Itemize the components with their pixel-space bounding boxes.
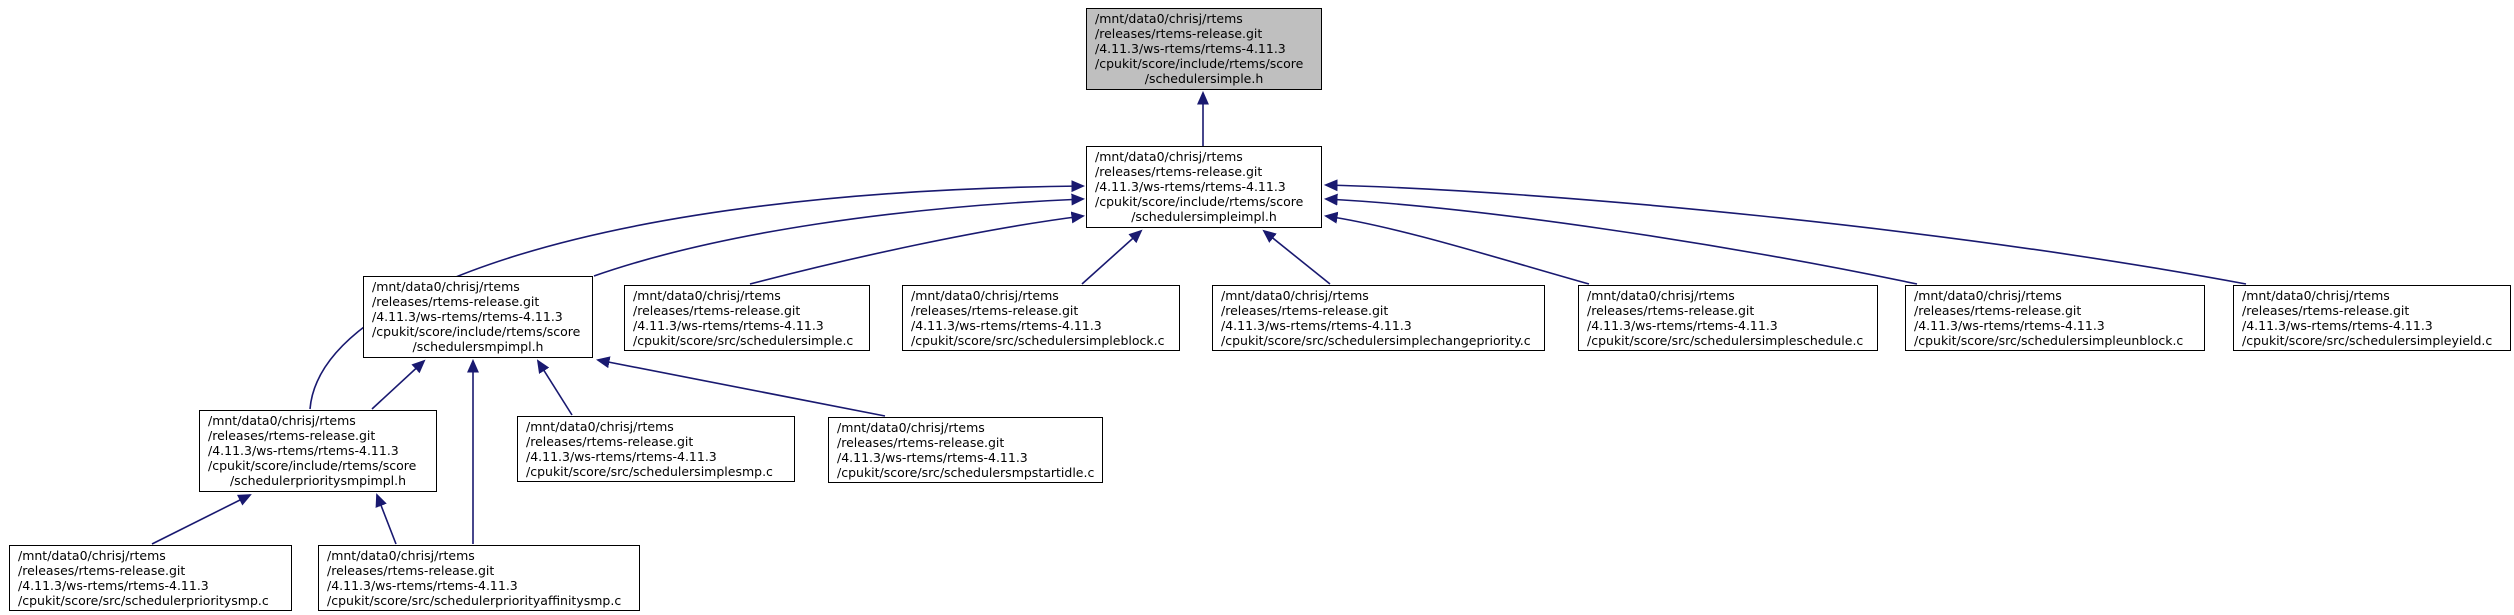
node-schedulersimpleunblock-c[interactable]: /mnt/data0/chrisj/rtems/releases/rtems-r… <box>1905 285 2205 351</box>
node-line: /4.11.3/ws-rtems/rtems-4.11.3 <box>526 449 717 464</box>
edge-schedulersimpleblock-c-to-schedulersimpleimpl-h <box>1081 229 1143 285</box>
node-line: /4.11.3/ws-rtems/rtems-4.11.3 <box>837 450 1028 465</box>
node-line: /cpukit/score/include/rtems/score <box>208 458 417 473</box>
edge-schedulersimpleyield-c-to-schedulersimpleimpl-h <box>1323 179 2247 285</box>
node-line: /cpukit/score/src/schedulersimpleunblock… <box>1914 333 2184 348</box>
edge-schedulerpriorityaffinitysmp-c-to-schedulerprioritysmpimpl-h <box>375 493 397 545</box>
node-schedulerprioritysmpimpl-h[interactable]: /mnt/data0/chrisj/rtems/releases/rtems-r… <box>199 410 437 492</box>
node-schedulersimpleimpl-h[interactable]: /mnt/data0/chrisj/rtems/releases/rtems-r… <box>1086 146 1322 228</box>
node-line: /releases/rtems-release.git <box>837 435 1005 450</box>
edge-schedulersimpleunblock-c-to-schedulersimpleimpl-h <box>1323 193 1918 285</box>
node-schedulersimple-c[interactable]: /mnt/data0/chrisj/rtems/releases/rtems-r… <box>624 285 870 351</box>
node-line: /releases/rtems-release.git <box>526 434 694 449</box>
node-line: /mnt/data0/chrisj/rtems <box>2242 288 2390 303</box>
node-line: /mnt/data0/chrisj/rtems <box>1221 288 1369 303</box>
node-line: /4.11.3/ws-rtems/rtems-4.11.3 <box>1587 318 1778 333</box>
node-schedulersimpleschedule-c[interactable]: /mnt/data0/chrisj/rtems/releases/rtems-r… <box>1578 285 1878 351</box>
edge-schedulersimplesmp-c-to-schedulersmpimpl-h <box>536 359 573 416</box>
node-line: /cpukit/score/src/schedulersimplechangep… <box>1221 333 1531 348</box>
node-line: /releases/rtems-release.git <box>1221 303 1389 318</box>
edge-schedulersimpleschedule-c-to-schedulersimpleimpl-h <box>1323 211 1590 285</box>
node-line: /4.11.3/ws-rtems/rtems-4.11.3 <box>911 318 1102 333</box>
node-schedulersmpstartidle-c[interactable]: /mnt/data0/chrisj/rtems/releases/rtems-r… <box>828 417 1103 483</box>
node-schedulersmpimpl-h[interactable]: /mnt/data0/chrisj/rtems/releases/rtems-r… <box>363 276 593 358</box>
node-line: /mnt/data0/chrisj/rtems <box>1095 11 1243 26</box>
node-line: /4.11.3/ws-rtems/rtems-4.11.3 <box>1914 318 2105 333</box>
node-line: /cpukit/score/include/rtems/score <box>372 324 581 339</box>
node-line: /mnt/data0/chrisj/rtems <box>372 279 520 294</box>
node-line: /releases/rtems-release.git <box>327 563 495 578</box>
node-line: /4.11.3/ws-rtems/rtems-4.11.3 <box>2242 318 2433 333</box>
node-line: /4.11.3/ws-rtems/rtems-4.11.3 <box>1221 318 1412 333</box>
node-line: /releases/rtems-release.git <box>372 294 540 309</box>
edge-schedulersimplechangepriority-c-to-schedulersimpleimpl-h <box>1262 229 1331 285</box>
edge-schedulersimple-c-to-schedulersimpleimpl-h <box>749 211 1086 285</box>
node-line: /mnt/data0/chrisj/rtems <box>18 548 166 563</box>
node-line: /cpukit/score/include/rtems/score <box>1095 56 1304 71</box>
node-schedulerprioritysmp-c[interactable]: /mnt/data0/chrisj/rtems/releases/rtems-r… <box>9 545 292 611</box>
node-line: /mnt/data0/chrisj/rtems <box>208 413 356 428</box>
node-line: /releases/rtems-release.git <box>1914 303 2082 318</box>
node-line: /4.11.3/ws-rtems/rtems-4.11.3 <box>18 578 209 593</box>
node-line: /mnt/data0/chrisj/rtems <box>1914 288 2062 303</box>
node-schedulersimple-h[interactable]: /mnt/data0/chrisj/rtems/releases/rtems-r… <box>1086 8 1322 90</box>
node-line: /cpukit/score/src/schedulerpriorityaffin… <box>327 593 622 608</box>
node-line: /4.11.3/ws-rtems/rtems-4.11.3 <box>1095 179 1286 194</box>
node-line: /releases/rtems-release.git <box>1095 164 1263 179</box>
edge-schedulerprioritysmpimpl-h-to-schedulersimpleimpl-h <box>309 180 1086 410</box>
node-schedulersimplechangepriority-c[interactable]: /mnt/data0/chrisj/rtems/releases/rtems-r… <box>1212 285 1545 351</box>
node-line: /mnt/data0/chrisj/rtems <box>633 288 781 303</box>
node-line: /mnt/data0/chrisj/rtems <box>526 419 674 434</box>
node-line: /cpukit/score/src/schedulersimpleyield.c <box>2242 333 2493 348</box>
node-line: /4.11.3/ws-rtems/rtems-4.11.3 <box>372 309 563 324</box>
node-line: /releases/rtems-release.git <box>1587 303 1755 318</box>
node-line: /releases/rtems-release.git <box>2242 303 2410 318</box>
node-line: /mnt/data0/chrisj/rtems <box>837 420 985 435</box>
node-line: /mnt/data0/chrisj/rtems <box>1095 149 1243 164</box>
node-line: /cpukit/score/src/schedulersimplesmp.c <box>526 464 773 479</box>
node-line: /schedulersimpleimpl.h <box>1131 209 1277 224</box>
node-line: /releases/rtems-release.git <box>911 303 1079 318</box>
node-schedulersimplesmp-c[interactable]: /mnt/data0/chrisj/rtems/releases/rtems-r… <box>517 416 795 482</box>
node-line: /cpukit/score/src/schedulerprioritysmp.c <box>18 593 269 608</box>
node-line: /mnt/data0/chrisj/rtems <box>911 288 1059 303</box>
node-line: /releases/rtems-release.git <box>208 428 376 443</box>
node-line: /4.11.3/ws-rtems/rtems-4.11.3 <box>208 443 399 458</box>
node-schedulerpriorityaffinitysmp-c[interactable]: /mnt/data0/chrisj/rtems/releases/rtems-r… <box>318 545 640 611</box>
edge-schedulerprioritysmp-c-to-schedulerprioritysmpimpl-h <box>151 494 252 545</box>
node-line: /mnt/data0/chrisj/rtems <box>327 548 475 563</box>
node-line: /schedulersmpimpl.h <box>412 339 544 354</box>
node-line: /schedulersimple.h <box>1144 71 1264 86</box>
edge-schedulersmpimpl-h-to-schedulersimpleimpl-h <box>593 193 1086 277</box>
node-line: /mnt/data0/chrisj/rtems <box>1587 288 1735 303</box>
node-line: /releases/rtems-release.git <box>1095 26 1263 41</box>
node-line: /cpukit/score/src/schedulersimpleschedul… <box>1587 333 1864 348</box>
node-line: /cpukit/score/src/schedulersmpstartidle.… <box>837 465 1095 480</box>
node-line: /schedulerprioritysmpimpl.h <box>229 473 407 488</box>
node-line: /cpukit/score/src/schedulersimple.c <box>633 333 854 348</box>
node-schedulersimpleyield-c[interactable]: /mnt/data0/chrisj/rtems/releases/rtems-r… <box>2233 285 2511 351</box>
edge-schedulersmpstartidle-c-to-schedulersmpimpl-h <box>595 356 886 417</box>
node-line: /4.11.3/ws-rtems/rtems-4.11.3 <box>327 578 518 593</box>
node-line: /4.11.3/ws-rtems/rtems-4.11.3 <box>633 318 824 333</box>
node-line: /4.11.3/ws-rtems/rtems-4.11.3 <box>1095 41 1286 56</box>
node-line: /cpukit/score/src/schedulersimpleblock.c <box>911 333 1165 348</box>
edge-schedulerprioritysmpimpl-h-to-schedulersmpimpl-h <box>371 359 426 410</box>
node-line: /releases/rtems-release.git <box>18 563 186 578</box>
node-line: /cpukit/score/include/rtems/score <box>1095 194 1304 209</box>
node-schedulersimpleblock-c[interactable]: /mnt/data0/chrisj/rtems/releases/rtems-r… <box>902 285 1180 351</box>
node-line: /releases/rtems-release.git <box>633 303 801 318</box>
